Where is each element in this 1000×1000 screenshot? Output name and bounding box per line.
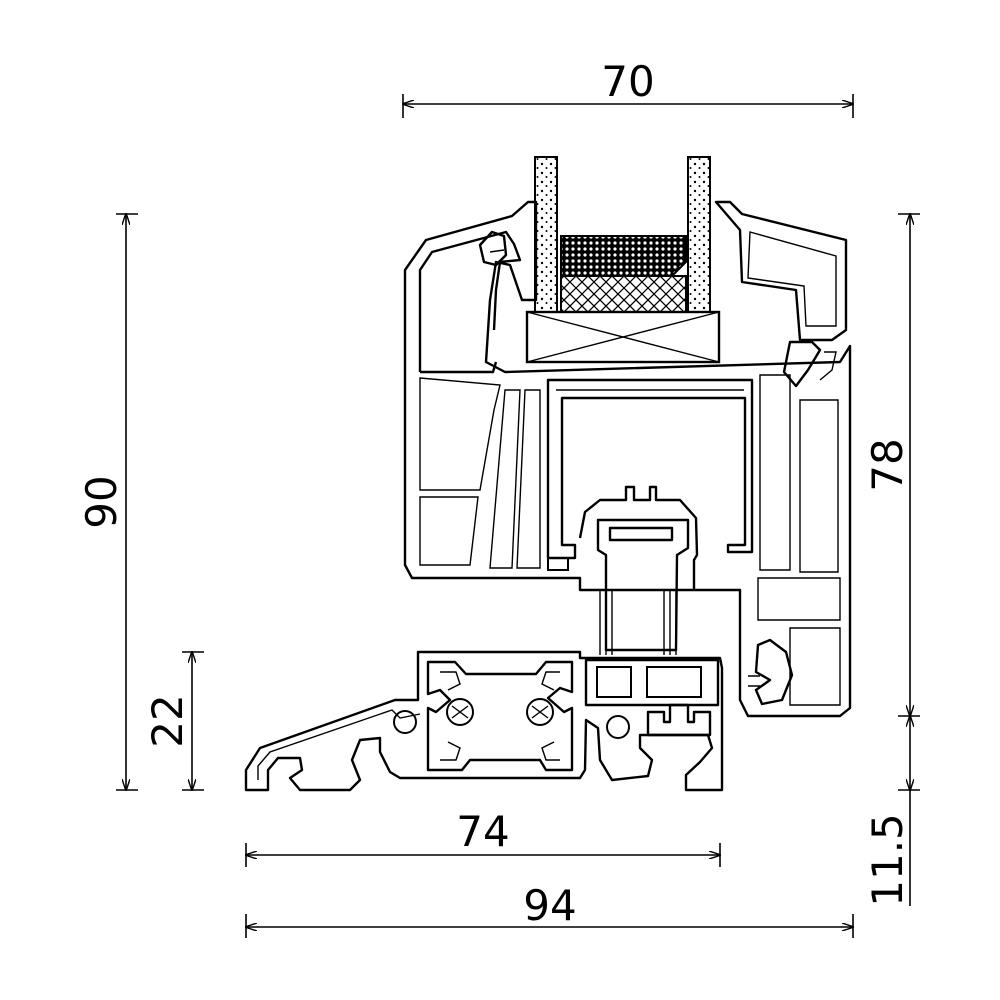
reinforcement-core <box>578 485 699 655</box>
dim-total-height-label: 90 <box>77 475 126 528</box>
dim-inner-width: 74 <box>246 807 720 867</box>
dim-total-width: 94 <box>246 881 853 938</box>
dim-top-width-label: 70 <box>601 57 654 106</box>
dim-sill-height-label: 11.5 <box>863 813 912 907</box>
dim-base-height-label: 22 <box>143 694 192 747</box>
dim-top-width: 70 <box>403 57 853 118</box>
dim-total-height: 90 <box>77 214 138 790</box>
dim-frame-height-label: 78 <box>863 438 912 491</box>
dim-sill-height: 11.5 <box>863 716 920 907</box>
sill-profile <box>244 650 760 792</box>
glazing-unit <box>534 156 711 318</box>
sash-profile <box>403 200 852 718</box>
glazing-block <box>525 310 721 364</box>
dim-base-height: 22 <box>143 652 204 790</box>
dim-frame-height: 78 <box>863 214 920 716</box>
dim-inner-width-label: 74 <box>456 807 509 856</box>
dim-total-width-label: 94 <box>523 881 576 930</box>
